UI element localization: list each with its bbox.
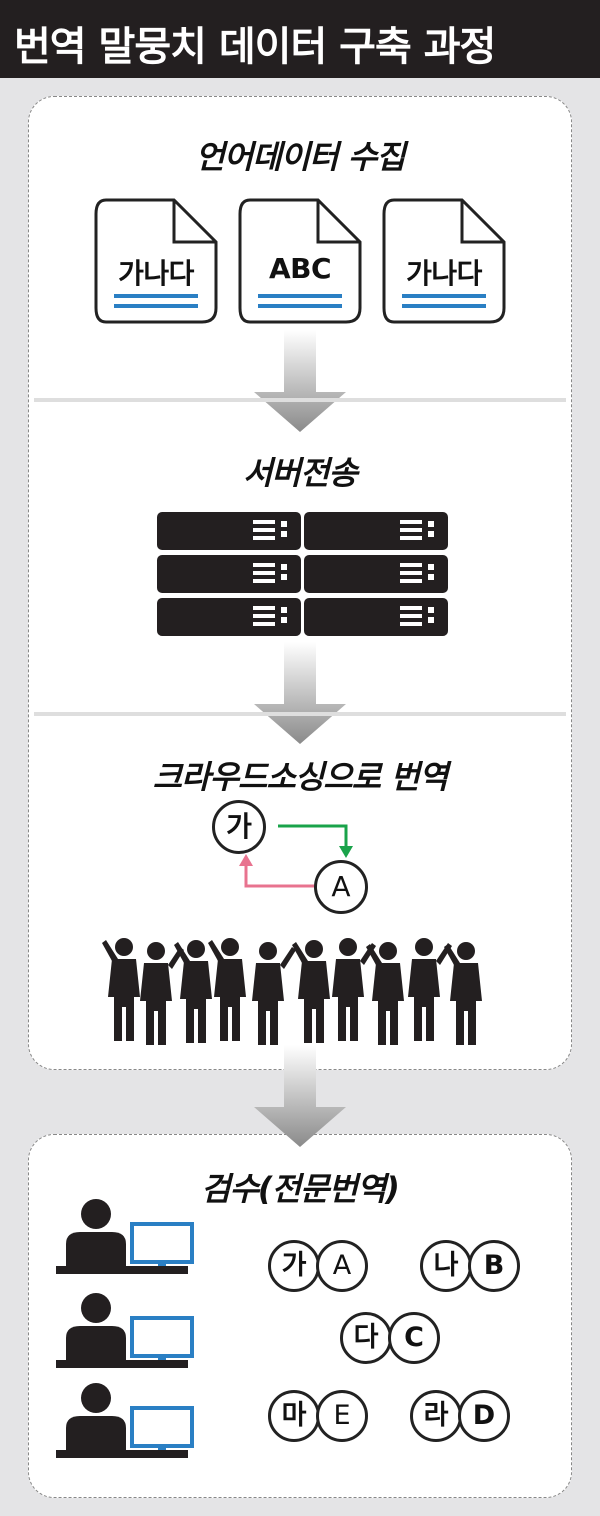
pair-source: 가 [268,1240,320,1292]
server-unit [304,555,448,593]
page-title: 번역 말뭉치 데이터 구축 과정 [14,24,496,70]
pair-target: D [458,1390,510,1442]
pair-source: 다 [340,1312,392,1364]
document-icon [382,198,506,324]
expert-at-computer-icon [56,1293,194,1368]
pair-target: A [316,1240,368,1292]
translation-flow-arrows [239,824,353,888]
document-label: ABC [268,252,332,285]
document-label: 가나다 [118,257,194,290]
server-unit [304,598,448,636]
step-review-title: 검수(전문번역) [201,1170,400,1208]
document-1: 가나다 [92,196,220,326]
step-server-title: 서버전송 [243,454,358,492]
divider [34,712,566,716]
expert-at-computer-icon [56,1383,194,1458]
document-3: 가나다 [380,196,508,326]
pair-target: B [468,1240,520,1292]
server-unit [157,512,301,550]
pair-source: 나 [420,1240,472,1292]
server-unit [157,598,301,636]
source-char-circle: 가 [212,800,266,854]
document-icon [238,198,362,324]
step-crowd-title: 크라우드소싱으로 번역 [152,758,449,796]
pair-target: E [316,1390,368,1442]
document-2: ABC [236,196,364,326]
pair-source: 마 [268,1390,320,1442]
pair-target: C [388,1312,440,1364]
server-unit [304,512,448,550]
expert-at-computer-icon [56,1199,194,1274]
down-arrow-icon [254,1045,346,1147]
document-label: 가나다 [406,257,482,290]
server-unit [157,555,301,593]
down-arrow-icon [254,642,346,744]
crowd-people-icon [102,938,482,1045]
divider [34,398,566,402]
target-char-circle: A [314,860,368,914]
pair-source: 라 [410,1390,462,1442]
document-icon [94,198,218,324]
step-collect-title: 언어데이터 수집 [195,138,405,176]
down-arrow-icon [254,330,346,432]
title-bar: 번역 말뭉치 데이터 구축 과정 [0,0,600,78]
